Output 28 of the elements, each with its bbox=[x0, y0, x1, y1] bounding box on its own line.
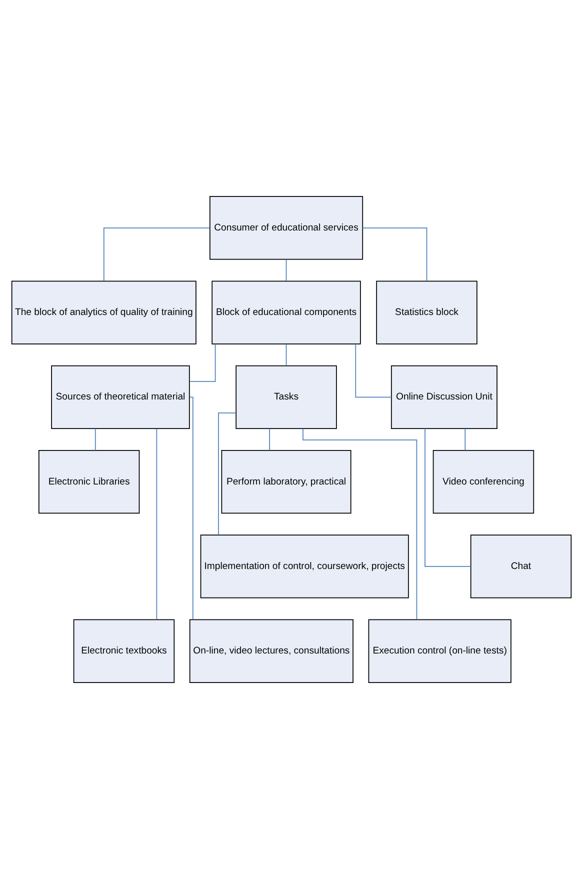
connector bbox=[424, 428, 472, 567]
connector bbox=[189, 396, 194, 620]
node-box: Execution control (on-line tests) bbox=[368, 619, 512, 683]
connector bbox=[189, 344, 216, 382]
node-box: Perform laboratory, practical bbox=[221, 450, 352, 514]
node-box: Consumer of educational services bbox=[209, 196, 364, 260]
connector bbox=[94, 428, 96, 451]
connector bbox=[464, 428, 466, 451]
node-box: On-line, video lectures, consultations bbox=[189, 619, 354, 683]
connector bbox=[362, 227, 428, 282]
node-box: Block of educational components bbox=[212, 280, 361, 344]
node-box: Implementation of control, coursework, projects bbox=[200, 534, 409, 598]
node-box: Video conferencing bbox=[432, 450, 534, 514]
node-box: Online Discussion Unit bbox=[390, 365, 498, 430]
connector bbox=[156, 428, 158, 620]
node-box: Electronic textbooks bbox=[73, 619, 175, 683]
node-box: Tasks bbox=[236, 365, 337, 430]
connector bbox=[286, 258, 287, 282]
connector bbox=[269, 428, 270, 451]
connector bbox=[103, 227, 210, 282]
node-box: The block of analytics of quality of training bbox=[11, 280, 196, 344]
node-box: Electronic Libraries bbox=[38, 450, 140, 514]
connector bbox=[286, 344, 287, 366]
connector bbox=[355, 344, 392, 398]
node-box: Chat bbox=[470, 534, 572, 598]
node-box: Statistics block bbox=[376, 280, 478, 344]
connector bbox=[218, 412, 236, 536]
node-box: Sources of theoretical material bbox=[51, 365, 190, 430]
